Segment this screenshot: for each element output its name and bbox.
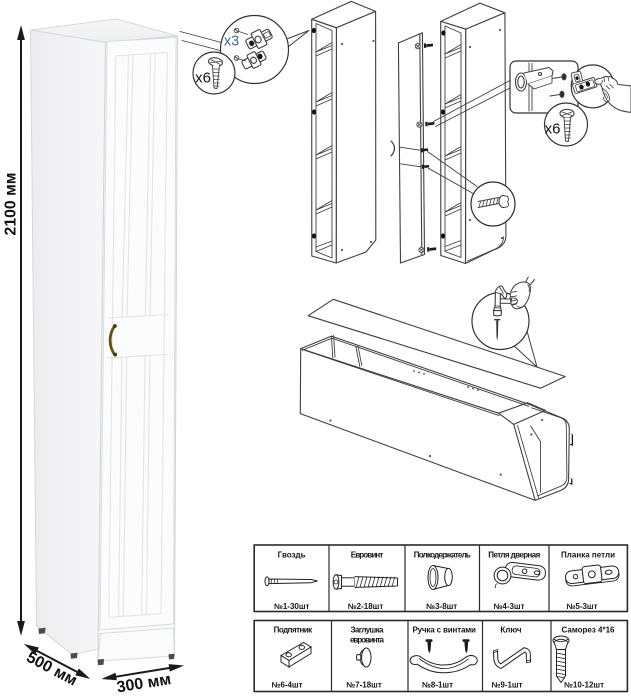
svg-text:№1-30шт: №1-30шт — [274, 602, 310, 611]
svg-text:Гвоздь: Гвоздь — [278, 551, 306, 560]
svg-text:Полкодержатель: Полкодержатель — [414, 551, 471, 560]
svg-text:Подпятник: Подпятник — [274, 626, 313, 635]
svg-text:Ключ: Ключ — [500, 626, 521, 635]
svg-text:x6: x6 — [195, 70, 211, 87]
svg-text:№7-18шт: №7-18шт — [346, 681, 382, 690]
svg-text:Планка петли: Планка петли — [561, 551, 615, 560]
svg-text:Петля дверная: Петля дверная — [488, 551, 540, 560]
svg-text:x3: x3 — [224, 34, 239, 50]
svg-text:Ручка с винтами: Ручка с винтами — [412, 626, 476, 635]
svg-text:№4-3шт: №4-3шт — [493, 602, 524, 611]
svg-text:№10-12шт: №10-12шт — [564, 681, 604, 690]
svg-text:Саморез 4*16: Саморез 4*16 — [562, 626, 616, 635]
svg-text:2100 мм: 2100 мм — [3, 173, 20, 236]
svg-text:№3-8шт: №3-8шт — [426, 602, 457, 611]
svg-text:№9-1шт: №9-1шт — [491, 681, 522, 690]
svg-text:№6-4шт: №6-4шт — [271, 681, 302, 690]
svg-text:№8-1шт: №8-1шт — [422, 681, 453, 690]
svg-text:№5-3шт: №5-3шт — [566, 602, 597, 611]
svg-text:Евровинт: Евровинт — [351, 551, 384, 560]
svg-text:x6: x6 — [545, 121, 561, 138]
svg-text:евровинта: евровинта — [350, 636, 385, 645]
svg-text:№2-18шт: №2-18шт — [348, 602, 384, 611]
svg-text:Заглушка: Заглушка — [351, 626, 385, 635]
